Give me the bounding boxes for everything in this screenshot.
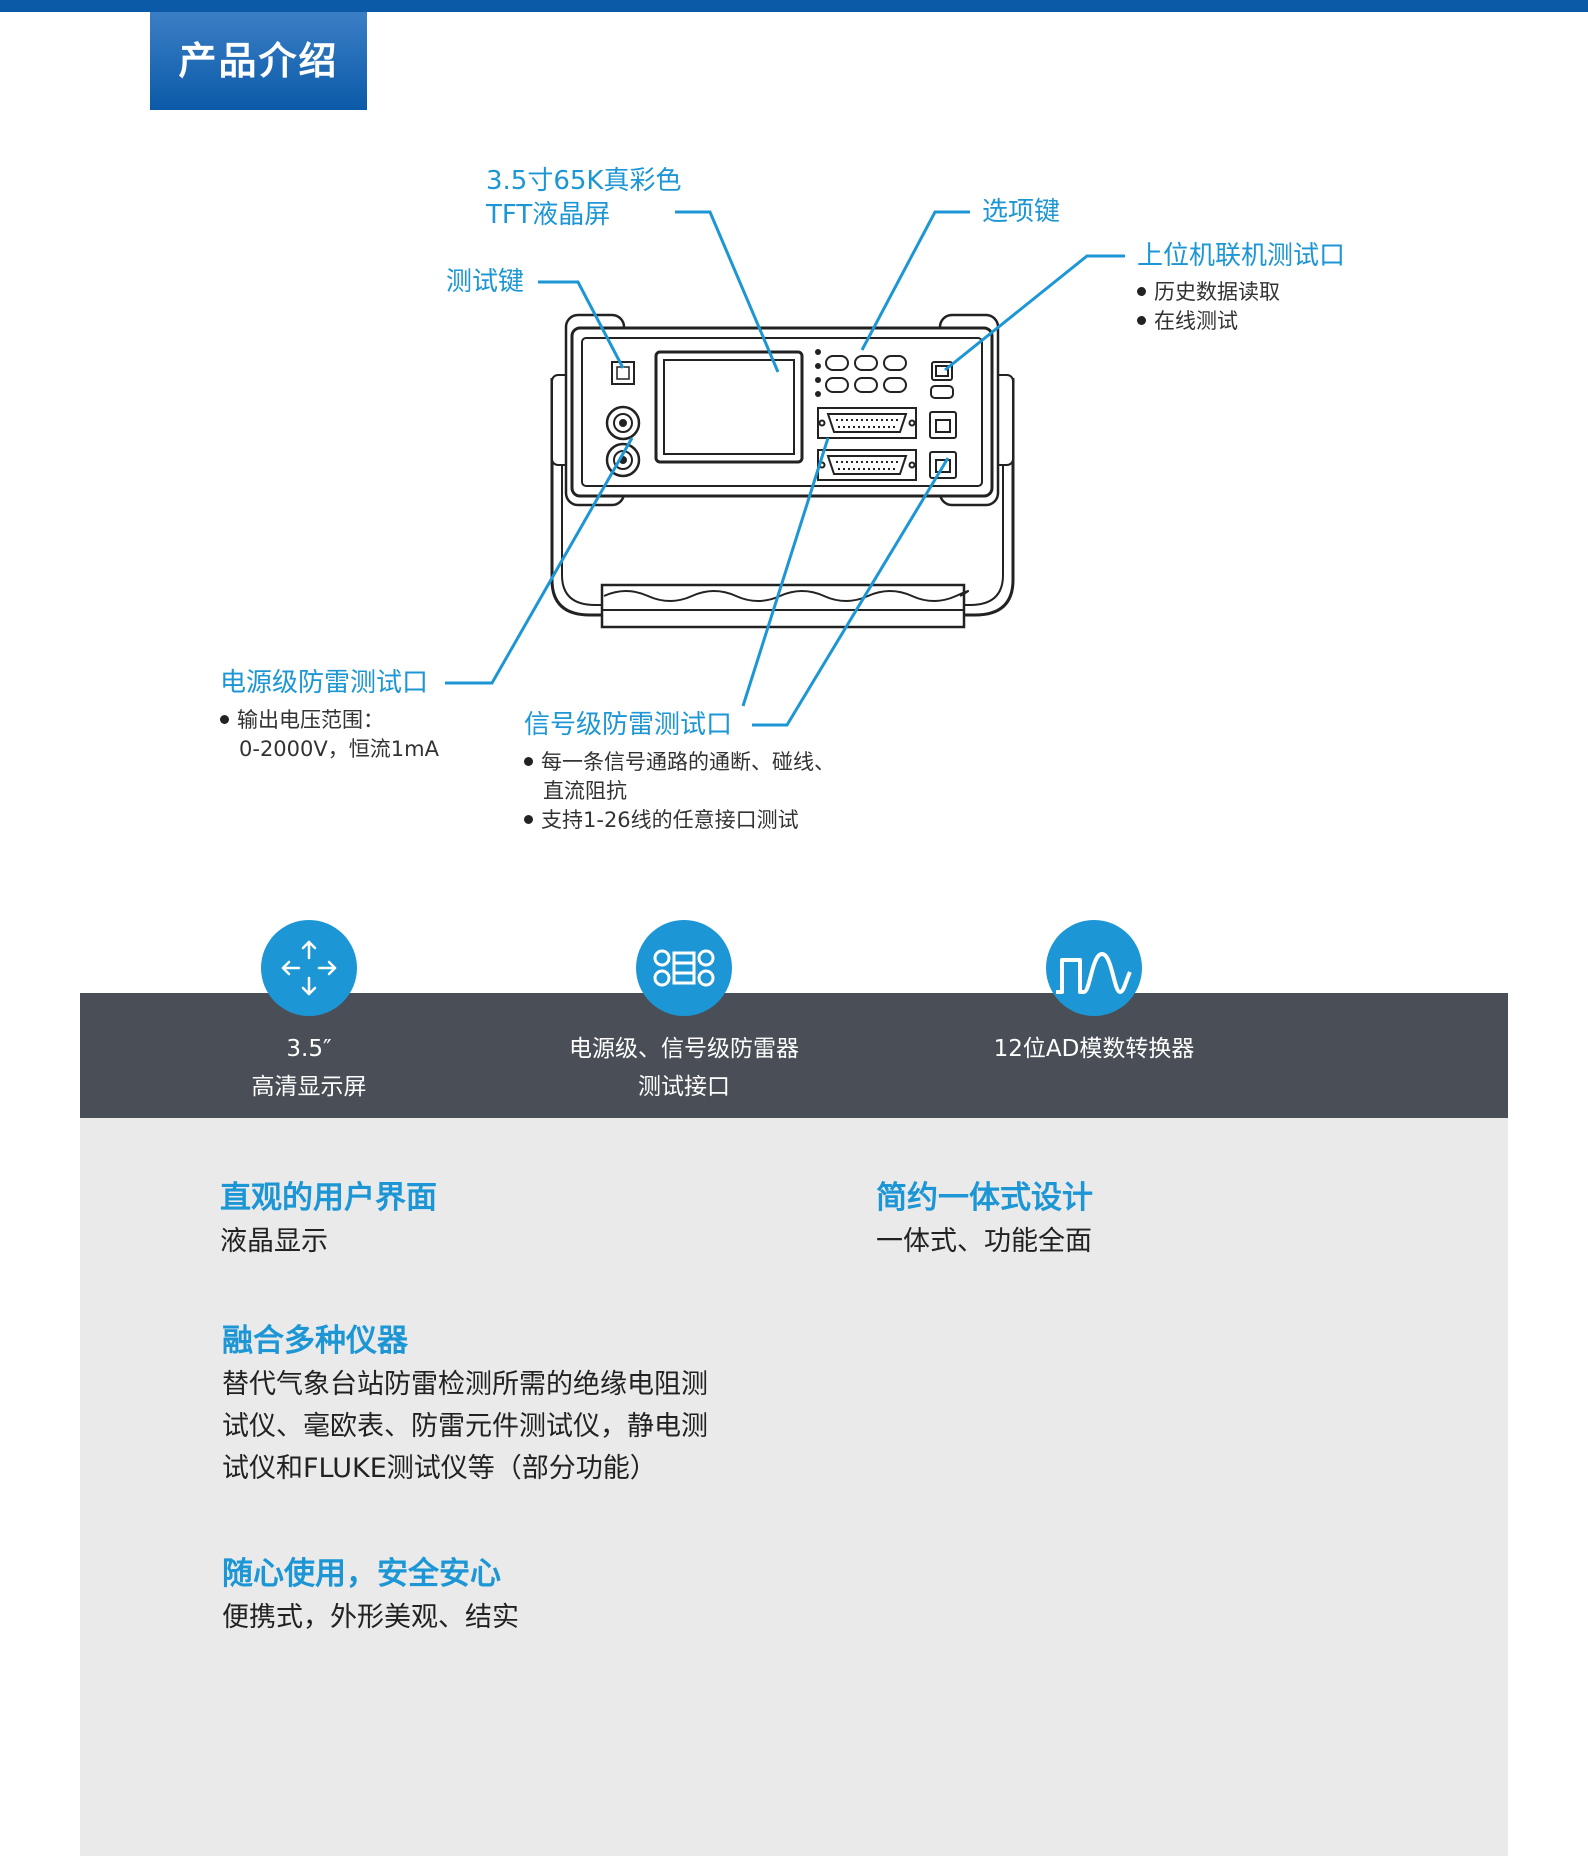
bullet-dot bbox=[1137, 286, 1146, 296]
bullet-dot bbox=[1137, 315, 1146, 325]
section-body-safety: 便携式，外形美观、结实 bbox=[222, 1602, 519, 1633]
section-title-instruments: 融合多种仪器 bbox=[222, 1323, 408, 1359]
test-key-callout: 测试键 bbox=[446, 267, 525, 297]
bullet-dot bbox=[220, 714, 229, 724]
power-port-callout: 电源级防雷测试口 bbox=[220, 668, 429, 698]
feature-ports-line1: 电源级、信号级防雷器 bbox=[569, 1036, 799, 1062]
features-panel bbox=[80, 993, 1508, 1856]
pc-port-bullet-2: 在线测试 bbox=[1137, 307, 1238, 336]
screen-callout-line1: 3.5寸65K真彩色 bbox=[486, 166, 682, 196]
device-illustration bbox=[550, 313, 1015, 629]
connector-icon bbox=[636, 920, 732, 1016]
section-tab: 产品介绍 bbox=[150, 12, 367, 110]
section-body-instruments-line1: 替代气象台站防雷检测所需的绝缘电阻测 bbox=[222, 1369, 708, 1400]
option-key-callout: 选项键 bbox=[982, 197, 1061, 227]
top-bar bbox=[0, 0, 1588, 12]
pc-port-callout: 上位机联机测试口 bbox=[1137, 241, 1346, 271]
feature-display-line2: 高清显示屏 bbox=[251, 1074, 367, 1100]
feature-display-line1: 3.5″ bbox=[286, 1036, 332, 1062]
waveform-icon bbox=[1046, 920, 1142, 1016]
section-body-design: 一体式、功能全面 bbox=[876, 1226, 1092, 1257]
feature-ports-line2: 测试接口 bbox=[638, 1074, 730, 1100]
signal-port-bullet-1-cont: 直流阻抗 bbox=[543, 779, 627, 803]
section-body-instruments-line2: 试仪、毫欧表、防雷元件测试仪，静电测 bbox=[222, 1411, 708, 1442]
section-title-design: 简约一体式设计 bbox=[876, 1180, 1093, 1216]
signal-port-bullet-1: 每一条信号通路的通断、碰线、 bbox=[524, 748, 835, 777]
bullet-dot bbox=[524, 756, 533, 766]
power-port-bullet-1: 输出电压范围： bbox=[220, 706, 384, 735]
power-port-bullet-1-cont: 0-2000V，恒流1mA bbox=[239, 737, 439, 761]
section-body-instruments-line3: 试仪和FLUKE测试仪等（部分功能） bbox=[222, 1453, 657, 1484]
section-title-safety: 随心使用，安全安心 bbox=[222, 1556, 501, 1592]
signal-port-bullet-2: 支持1-26线的任意接口测试 bbox=[524, 806, 799, 835]
section-body-ui: 液晶显示 bbox=[220, 1226, 328, 1257]
bullet-dot bbox=[524, 814, 533, 824]
leader-lines bbox=[445, 210, 1125, 727]
signal-port-callout: 信号级防雷测试口 bbox=[524, 710, 733, 740]
feature-adc-line1: 12位AD模数转换器 bbox=[993, 1036, 1195, 1062]
device-diagram bbox=[445, 210, 1125, 727]
section-title-ui: 直观的用户界面 bbox=[220, 1180, 437, 1216]
pc-port-bullet-1: 历史数据读取 bbox=[1137, 278, 1280, 307]
screen-callout-line2: TFT液晶屏 bbox=[486, 200, 611, 230]
arrows-expand-icon bbox=[261, 920, 357, 1016]
